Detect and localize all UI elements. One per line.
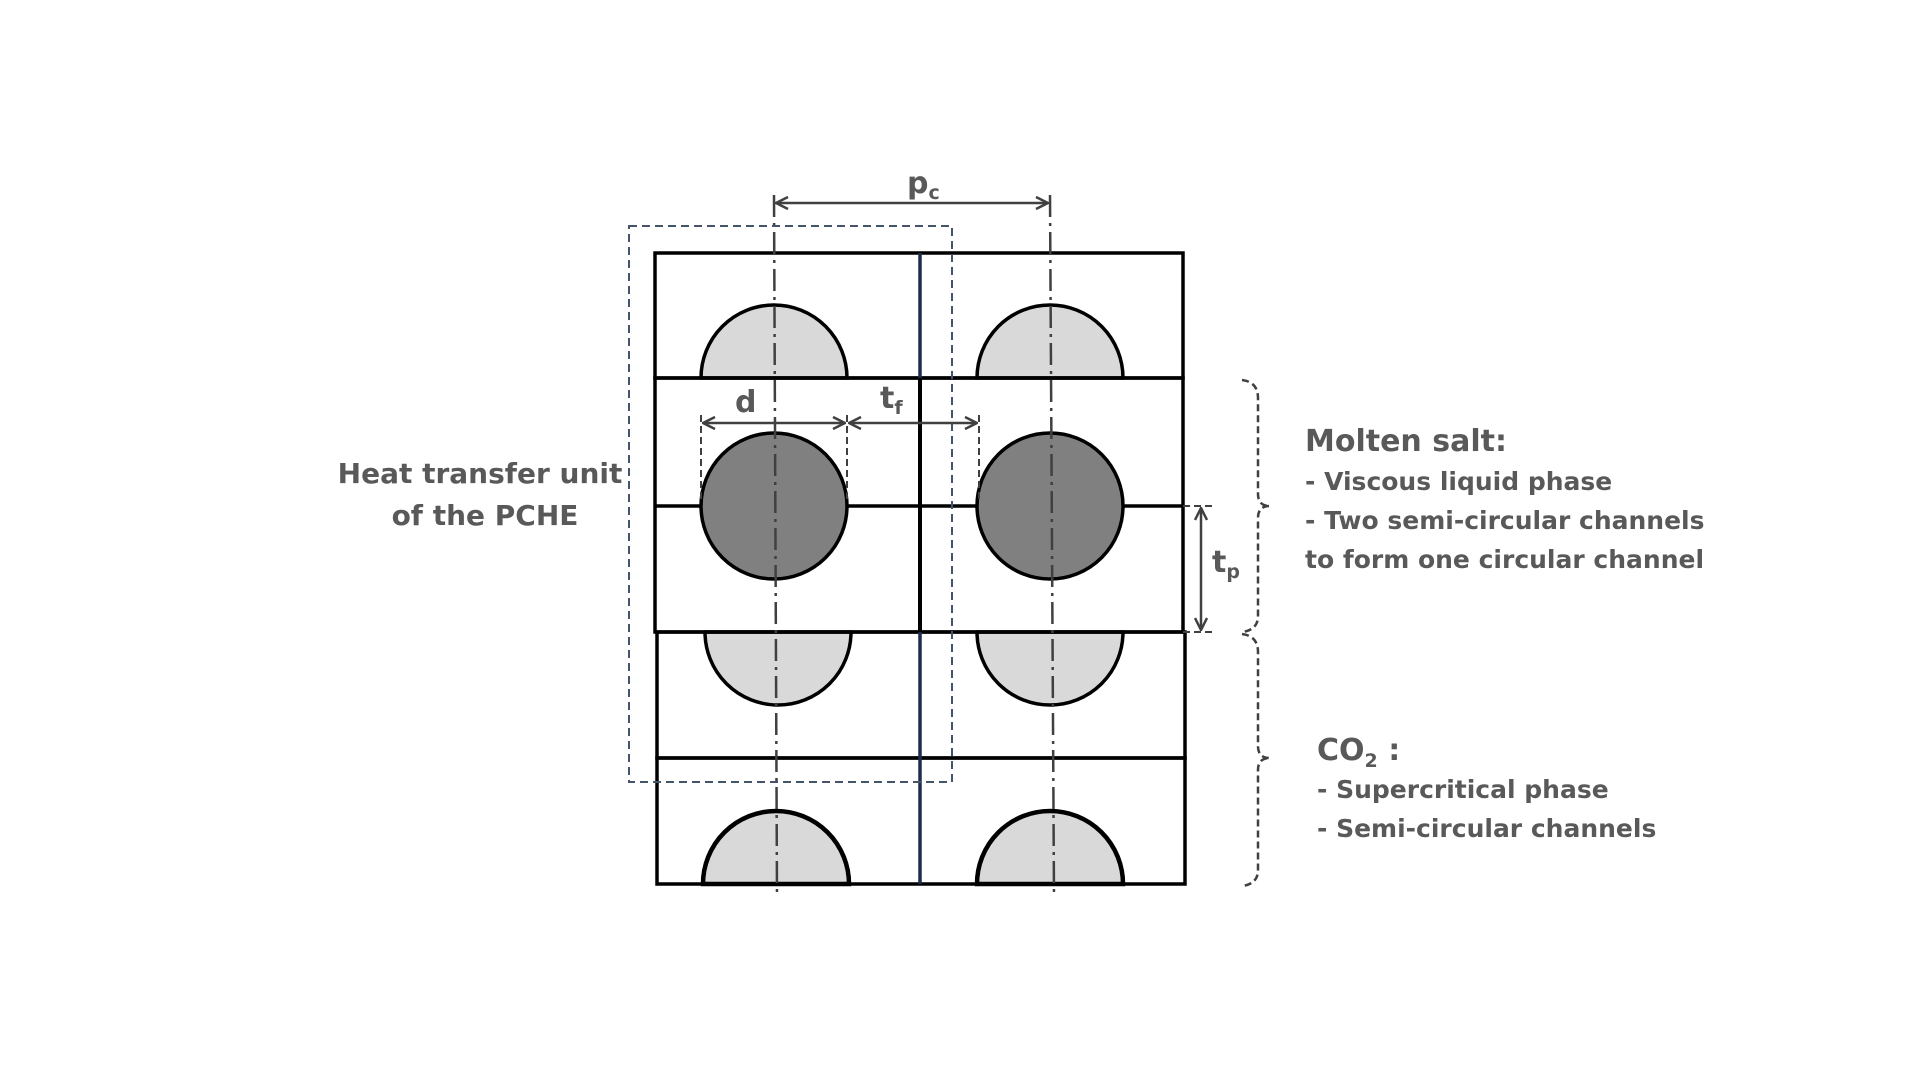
molten-salt-item: - Two semi-circular channels bbox=[1305, 506, 1705, 535]
co2-item: - Semi-circular channels bbox=[1317, 814, 1656, 843]
unit-label-line1: Heat transfer unit bbox=[338, 457, 623, 490]
center-line bbox=[1048, 194, 1056, 898]
co2-channel bbox=[703, 630, 853, 707]
tf-label: tf bbox=[880, 381, 903, 419]
pc-label: pc bbox=[907, 166, 940, 204]
co2-channel bbox=[700, 808, 852, 887]
molten-salt-brace bbox=[1241, 378, 1271, 634]
co2-channel bbox=[975, 303, 1125, 380]
co2-title: CO2 : bbox=[1317, 733, 1400, 772]
molten-salt-item: to form one circular channel bbox=[1305, 545, 1704, 574]
center-line bbox=[772, 194, 779, 898]
molten-salt-channel bbox=[975, 431, 1125, 581]
co2-channels bbox=[699, 303, 1126, 887]
molten-salt-title: Molten salt: bbox=[1305, 424, 1507, 459]
heat-transfer-unit-box bbox=[628, 225, 953, 783]
co2-channel bbox=[974, 808, 1126, 887]
co2-channel bbox=[699, 303, 849, 380]
co2-brace bbox=[1241, 632, 1271, 888]
molten-salt-item: - Viscous liquid phase bbox=[1305, 467, 1612, 496]
tp-label: tp bbox=[1212, 545, 1240, 583]
co2-channel bbox=[975, 630, 1125, 707]
unit-label-line2: of the PCHE bbox=[392, 499, 579, 532]
d-label: d bbox=[735, 385, 756, 420]
co2-item: - Supercritical phase bbox=[1317, 775, 1609, 804]
